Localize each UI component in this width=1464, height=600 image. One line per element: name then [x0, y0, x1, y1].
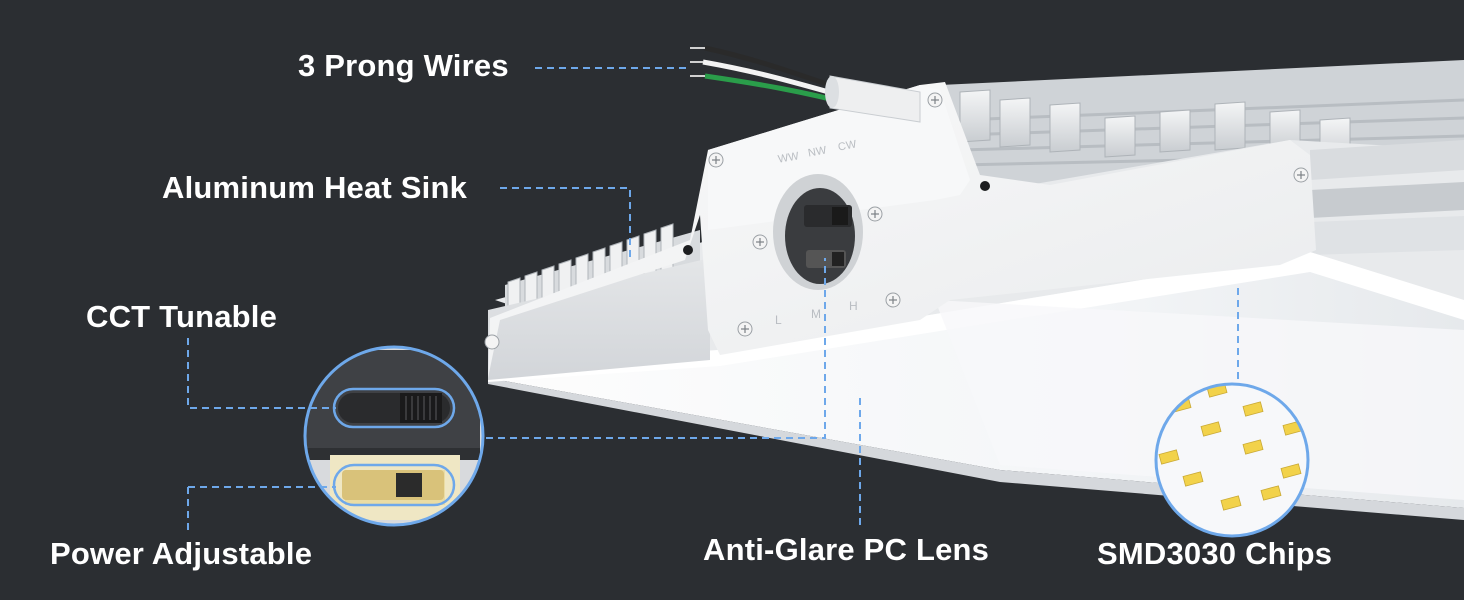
power-marking-h: H	[849, 299, 858, 313]
chips-zoom-inset	[1154, 382, 1310, 538]
housing-side-rails	[1310, 140, 1464, 255]
three-prong-wires	[690, 45, 921, 123]
callout-power-adjustable: Power Adjustable	[50, 536, 313, 571]
callout-pc-lens: Anti-Glare PC Lens	[703, 532, 990, 567]
leader-lines	[187, 67, 1239, 530]
power-marking-l: L	[775, 313, 782, 327]
mounting-holes	[683, 181, 990, 255]
callout-prong-wires: 3 Prong Wires	[298, 48, 509, 83]
callout-smd-chips: SMD3030 Chips	[1097, 536, 1333, 571]
switch-zoom-inset	[303, 345, 485, 527]
callout-cct-tunable: CCT Tunable	[86, 299, 278, 334]
switch-knockout	[773, 174, 863, 290]
center-mounting-plate	[488, 82, 1316, 378]
callout-heat-sink: Aluminum Heat Sink	[162, 170, 468, 205]
power-marking-m: M	[811, 307, 822, 321]
